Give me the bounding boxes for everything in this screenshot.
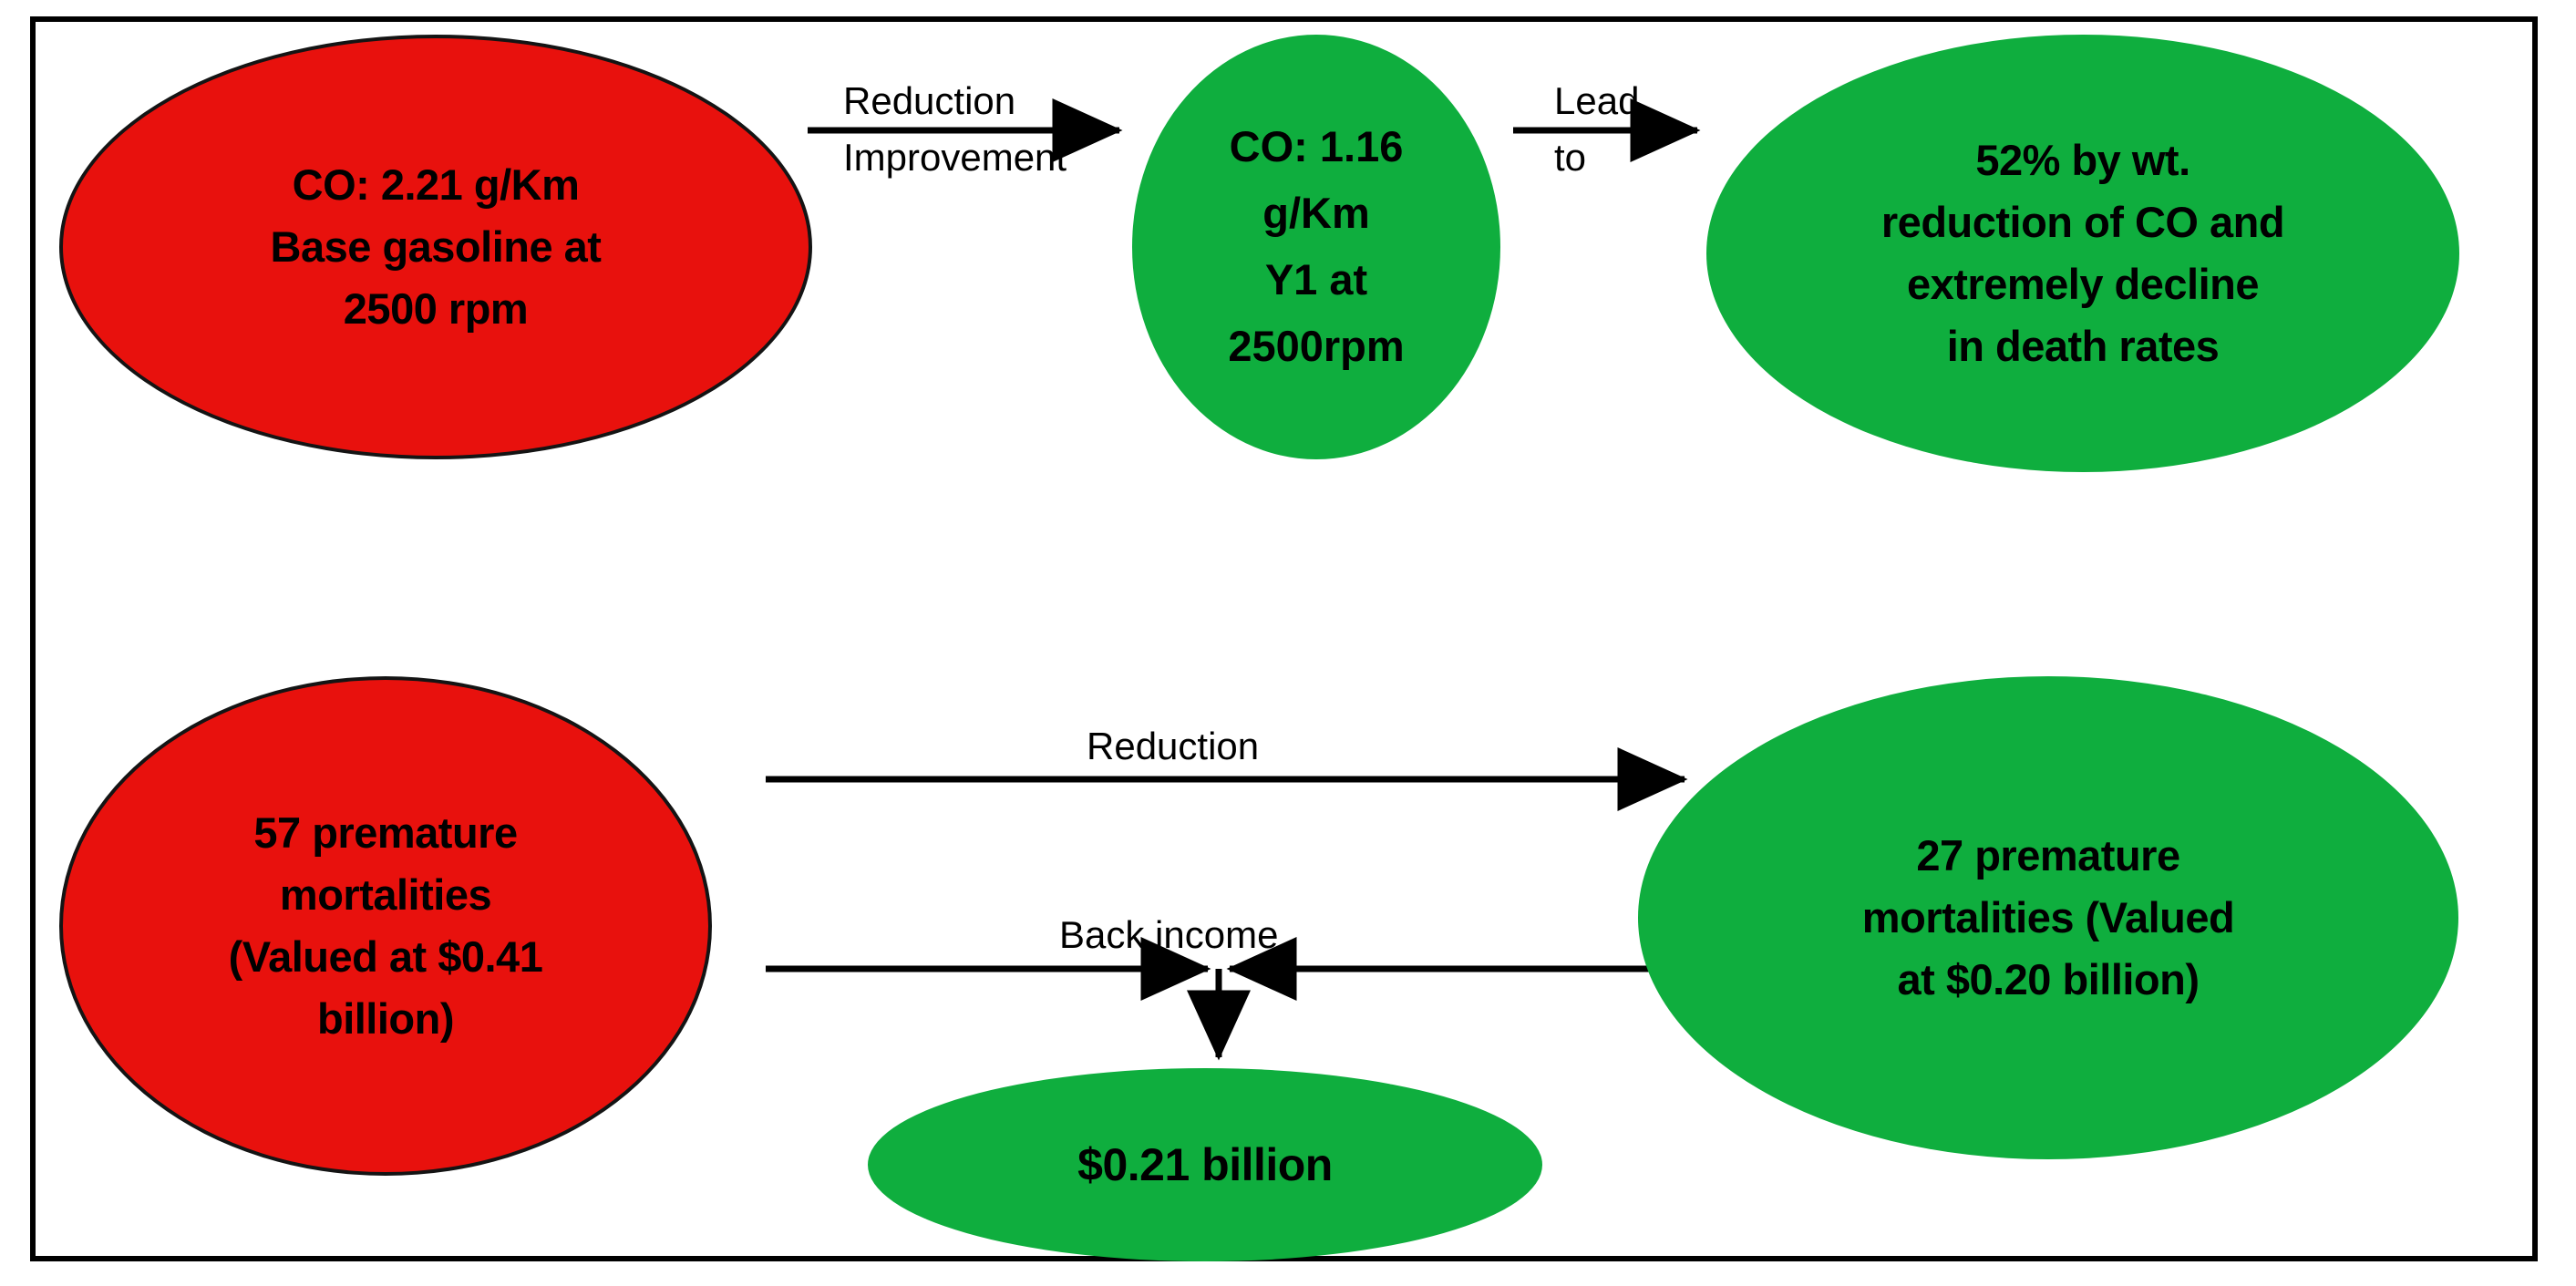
edge-label-improvement-top: Improvement — [843, 136, 1067, 179]
node-reduction-result-label: 52% by wt. reduction of CO and extremely… — [1880, 135, 2285, 371]
node-mortalities-before[interactable]: 57 premature mortalities (Valued at $0.4… — [59, 676, 712, 1176]
node-mortalities-after-label: 27 premature mortalities (Valued at $0.2… — [1861, 830, 2235, 1004]
node-co-y1-label: CO: 1.16 g/Km Y1 at 2500rpm — [1228, 122, 1405, 370]
edge-label-back-income: Back income — [1059, 913, 1279, 956]
node-base-gasoline-label: CO: 2.21 g/Km Base gasoline at 2500 rpm — [270, 159, 602, 334]
node-co-y1[interactable]: CO: 1.16 g/Km Y1 at 2500rpm — [1132, 35, 1500, 459]
edge-label-to: to — [1554, 136, 1587, 179]
node-mortalities-after[interactable]: 27 premature mortalities (Valued at $0.2… — [1638, 676, 2458, 1159]
node-base-gasoline[interactable]: CO: 2.21 g/Km Base gasoline at 2500 rpm — [59, 35, 812, 459]
node-back-income-value-label: $0.21 billion — [1077, 1138, 1333, 1190]
edge-label-lead: Lead — [1554, 79, 1640, 122]
node-reduction-result[interactable]: 52% by wt. reduction of CO and extremely… — [1706, 35, 2459, 472]
edge-label-reduction-top: Reduction — [843, 79, 1016, 122]
node-mortalities-before-label: 57 premature mortalities (Valued at $0.4… — [228, 808, 543, 1044]
edge-label-reduction-bottom: Reduction — [1087, 725, 1260, 767]
node-back-income-value[interactable]: $0.21 billion — [868, 1068, 1542, 1261]
